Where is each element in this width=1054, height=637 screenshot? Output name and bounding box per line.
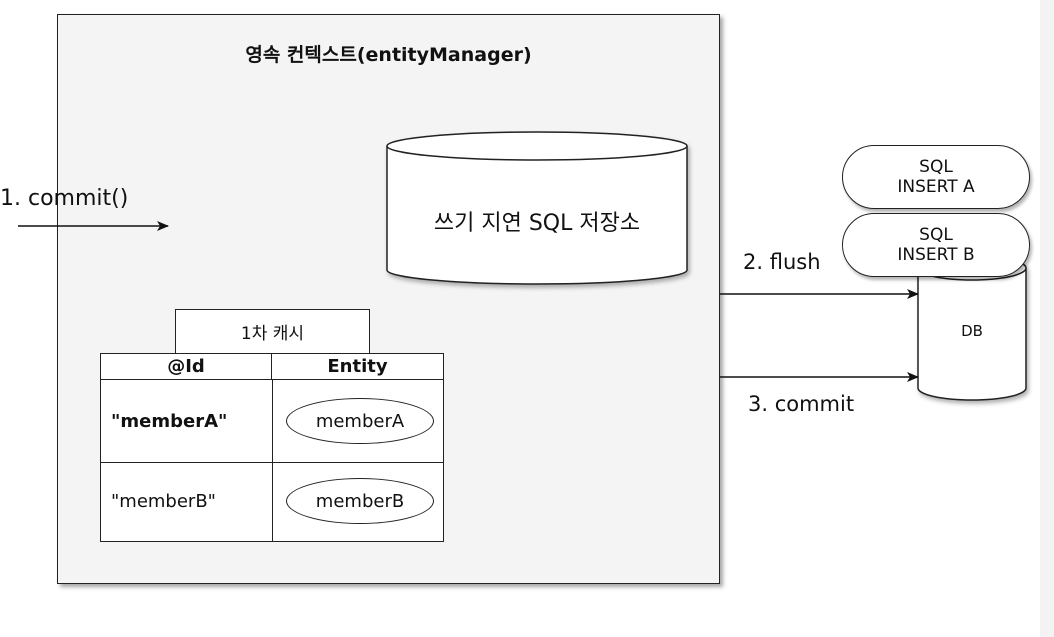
- column-header-entity: Entity: [272, 354, 443, 380]
- commit-call-label: 1. commit(): [0, 186, 129, 211]
- sql-insert-a-pill: SQL INSERT A: [842, 145, 1030, 209]
- entity-oval: memberA: [286, 398, 434, 444]
- sql-insert-b-line2: INSERT B: [897, 245, 975, 265]
- first-level-cache-tab: 1차 캐시: [175, 309, 370, 354]
- first-level-cache-table: @Id Entity "memberA" memberA "memberB" m…: [100, 353, 444, 542]
- first-level-cache-label: 1차 캐시: [240, 324, 305, 344]
- entity-label: memberB: [315, 490, 405, 512]
- persistence-context-title: 영속 컨텍스트(entityManager): [245, 44, 532, 66]
- sql-insert-a-line1: SQL: [919, 157, 953, 177]
- row-divider: [101, 462, 443, 463]
- right-edge-strip: [1040, 0, 1054, 637]
- column-divider: [272, 380, 273, 541]
- entity-oval: memberB: [286, 478, 434, 524]
- column-header-id: @Id: [101, 354, 272, 380]
- sql-insert-b-line1: SQL: [919, 225, 953, 245]
- flush-label: 2. flush: [743, 250, 821, 274]
- commit-label: 3. commit: [748, 392, 855, 416]
- sql-store-cylinder: [386, 131, 688, 285]
- sql-insert-a-line2: INSERT A: [897, 177, 975, 197]
- table-row-id: "memberB": [111, 491, 216, 512]
- entity-label: memberA: [315, 410, 405, 432]
- table-row-id: "memberA": [111, 411, 228, 432]
- sql-store-label: 쓰기 지연 SQL 저장소: [433, 211, 641, 236]
- sql-insert-b-pill: SQL INSERT B: [842, 213, 1030, 277]
- db-label: DB: [961, 322, 983, 340]
